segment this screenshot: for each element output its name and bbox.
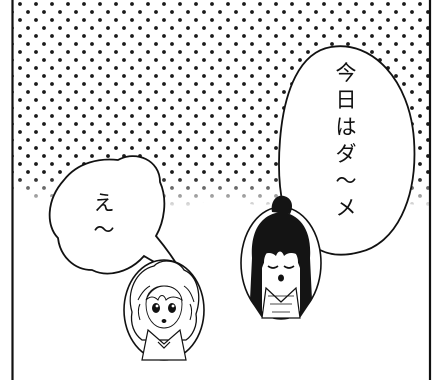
balloon-left-char-2: 〜 (94, 218, 115, 242)
blonde-girl-figure (123, 259, 205, 361)
balloon-right-char-1: 今 (336, 61, 357, 85)
balloon-right-char-3: は (336, 115, 357, 139)
balloon-text-right: 今 日 は ダ 〜 メ (336, 61, 357, 220)
balloon-right-char-5: 〜 (336, 169, 357, 193)
dark-haired-girl-figure (240, 195, 322, 320)
balloon-text-left: え 〜 (94, 191, 115, 242)
speech-balloon-right (278, 45, 416, 271)
balloon-right-char-6: メ (336, 196, 357, 220)
balloon-right-char-4: ダ (336, 142, 357, 166)
balloon-right-char-2: 日 (336, 88, 357, 112)
balloon-left-char-1: え (94, 191, 115, 215)
